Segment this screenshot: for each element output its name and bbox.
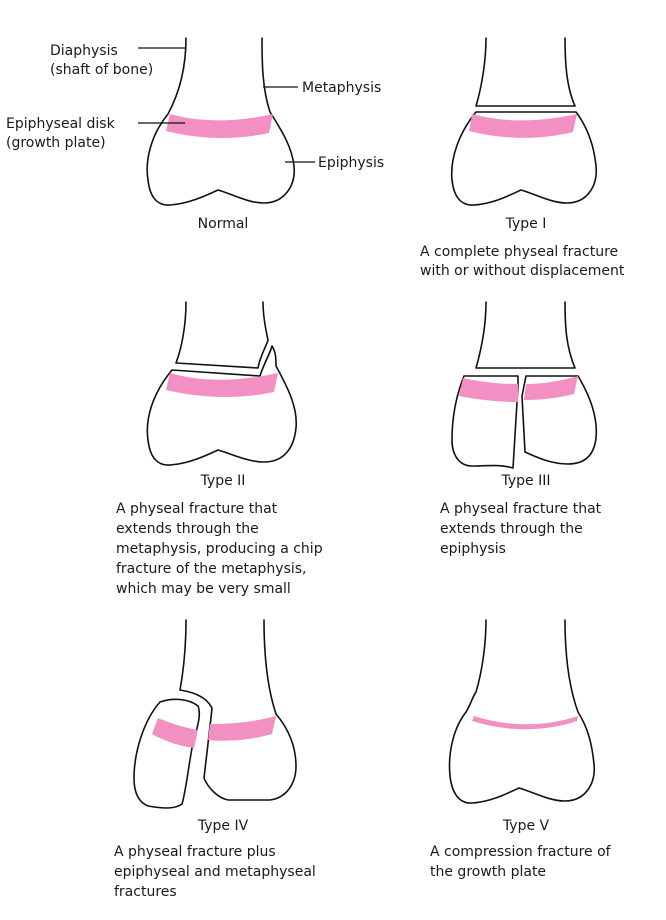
desc-type4-line3: fractures — [114, 884, 177, 900]
bone-epiphysis-type1 — [450, 111, 597, 206]
caption-type5: Type V — [502, 818, 550, 834]
bone-type2 — [146, 301, 298, 466]
desc-type3-line1: A physeal fracture that — [440, 501, 602, 517]
bone-type5 — [448, 619, 595, 804]
bone-type3 — [451, 301, 598, 469]
label-diaphysis: Diaphysis — [50, 43, 118, 59]
desc-type1-line2: with or without displacement — [420, 263, 625, 279]
caption-type4: Type IV — [197, 818, 249, 834]
bone-type1 — [450, 37, 597, 206]
growth-plate-left-type3 — [459, 378, 518, 402]
label-epiphysis: Epiphysis — [318, 155, 384, 171]
bone-normal — [146, 37, 295, 206]
bone-outline-type5 — [448, 619, 595, 804]
desc-type2-line4: fracture of the metaphysis, — [116, 561, 307, 577]
label-epiphyseal-disk: Epiphyseal disk — [6, 116, 116, 132]
label-epiphyseal-disk-sub: (growth plate) — [6, 135, 106, 151]
bone-main-type4 — [179, 619, 297, 801]
bone-type4 — [133, 619, 297, 809]
desc-type4-line2: epiphyseal and metaphyseal — [114, 864, 316, 880]
desc-type5-line1: A compression fracture of — [430, 844, 612, 860]
desc-type3-line2: extends through the — [440, 521, 583, 537]
growth-plate-type1 — [469, 114, 577, 138]
desc-type1-line1: A complete physeal fracture — [420, 244, 618, 260]
bone-shaft-type2 — [175, 301, 269, 369]
desc-type2-line5: which may be very small — [116, 581, 291, 597]
desc-type5-line2: the growth plate — [430, 864, 546, 880]
caption-type3: Type III — [501, 473, 551, 489]
growth-plate-type5 — [472, 716, 578, 730]
bone-shaft-type1 — [475, 37, 576, 107]
desc-type2-line2: extends through the — [116, 521, 259, 537]
desc-type3-line3: epiphysis — [440, 541, 506, 557]
caption-type1: Type I — [505, 216, 547, 232]
bone-shaft-type3 — [475, 301, 576, 369]
desc-type2-line1: A physeal fracture that — [116, 501, 278, 517]
caption-normal: Normal — [198, 216, 249, 232]
desc-type4-line1: A physeal fracture plus — [114, 844, 276, 860]
growth-plate-fragment-type4 — [152, 718, 198, 748]
label-metaphysis: Metaphysis — [302, 80, 381, 96]
caption-type2: Type II — [200, 473, 246, 489]
growth-plate-right-type3 — [524, 376, 578, 400]
growth-plate-main-type4 — [208, 716, 276, 741]
desc-type2-line3: metaphysis, producing a chip — [116, 541, 323, 557]
label-diaphysis-sub: (shaft of bone) — [50, 62, 153, 78]
bone-fragment-type4 — [133, 698, 201, 809]
bone-epiphysis-chip-type2 — [146, 345, 298, 466]
growth-plate-type2 — [166, 373, 278, 398]
growth-plate-normal — [166, 114, 273, 139]
